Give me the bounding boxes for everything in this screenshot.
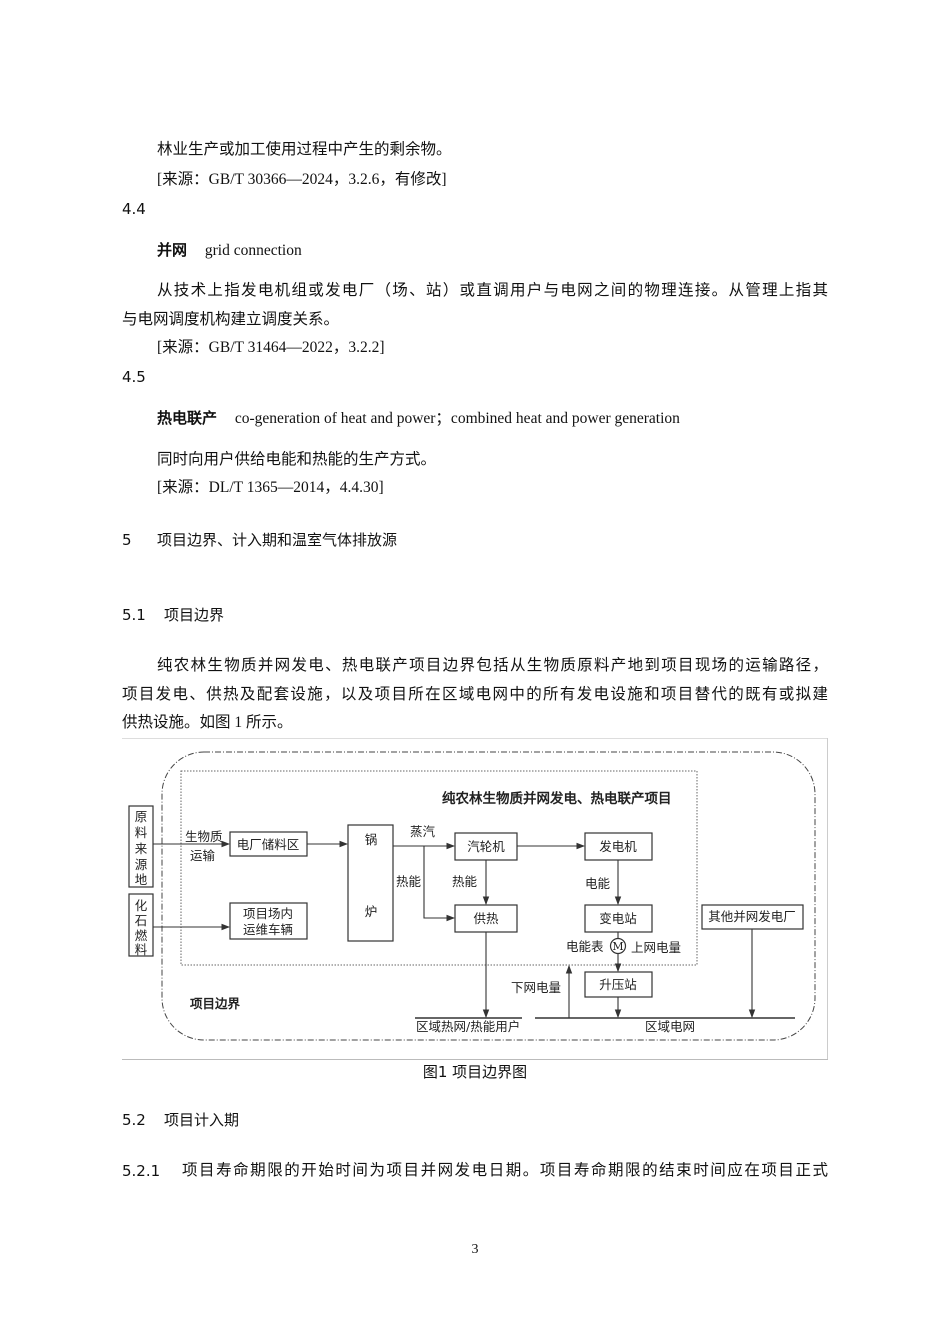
diagram-label: 区域电网 (645, 1019, 695, 1034)
page-number: 3 (471, 1242, 479, 1257)
diagram-label: 源 (135, 857, 148, 872)
clause-number: 5.2.1 (122, 1162, 161, 1180)
diagram-label: 项目边界 (190, 996, 241, 1011)
diagram-label: 项目场内 (243, 906, 293, 921)
figure-caption: 图1 项目边界图 (422, 1063, 528, 1081)
term-heading: 热电联产 co-generation of heat and power；com… (157, 408, 680, 429)
flow-arrow (423, 846, 456, 922)
boiler-box (347, 824, 394, 942)
diagram-label: 生物质 (185, 829, 223, 844)
heading-number: 5.1 (122, 606, 146, 624)
fossil-fuel-box (128, 893, 154, 957)
paragraph-line: 林业生产或加工使用过程中产生的剩余物。 (157, 141, 452, 158)
diagram-label: 石 (135, 913, 148, 928)
term-en: grid connection (204, 242, 302, 259)
diagram-label: 热能 (396, 874, 422, 889)
paragraph-line: 项目发电、供热及配套设施，以及项目所在区域电网中的所有发电设施和项目替代的既有或… (122, 686, 828, 703)
diagram-label: 料 (135, 942, 148, 957)
paragraph-line: 同时向用户供给电能和热能的生产方式。 (157, 451, 437, 468)
paragraph-line: 与电网调度机构建立调度关系。 (122, 311, 340, 328)
meter-icon (609, 937, 627, 955)
diagram-label: 下网电量 (511, 980, 561, 995)
diagram-label: 供热 (473, 911, 499, 926)
clause-text: 项目寿命期限的开始时间为项目并网发电日期。项目寿命期限的结束时间应在项目正式 (182, 1162, 828, 1179)
diagram-label: 原 (135, 809, 148, 824)
source-citation: [来源：GB/T 30366—2024，3.2.6，有修改] (157, 171, 447, 188)
diagram-label: 上网电量 (631, 940, 681, 955)
paragraph-line: 从技术上指发电机组或发电厂（场、站）或直调用户与电网之间的物理连接。从管理上指其 (157, 282, 828, 299)
project-boundary-outline (161, 751, 816, 1041)
diagram-label: 燃 (135, 928, 148, 943)
term-cn: 热电联产 (157, 409, 218, 427)
heading-text: 项目计入期 (164, 1111, 240, 1129)
section-heading: 5 项目边界、计入期和温室气体排放源 (122, 530, 397, 550)
clause-5-2-1: 5.2.1 项目寿命期限的开始时间为项目并网发电日期。项目寿命期限的结束时间应在… (122, 1161, 828, 1182)
diagram-label: 锅 (365, 832, 378, 847)
diagram-label: 汽轮机 (467, 839, 505, 854)
diagram-label: M (612, 940, 623, 953)
source-citation: [来源：DL/T 1365—2014，4.4.30] (157, 479, 384, 496)
diagram-label: 区域热网/热能用户 (416, 1019, 520, 1034)
vehicles-box (229, 902, 308, 940)
subsection-heading: 5.2 项目计入期 (122, 1110, 239, 1130)
diagram-label: 其他并网发电厂 (708, 909, 796, 924)
heading-number: 5 (122, 531, 132, 549)
heading-text: 项目边界、计入期和温室气体排放源 (157, 531, 398, 549)
diagram-label: 炉 (365, 904, 378, 919)
section-number: 4.4 (122, 200, 146, 218)
diagram-label: 电能表 (566, 939, 604, 954)
diagram-title: 纯农林生物质并网发电、热电联产项目 (442, 790, 672, 807)
diagram-label: 运维车辆 (243, 922, 293, 937)
heading-number: 5.2 (122, 1111, 146, 1129)
diagram-label: 电能 (585, 876, 611, 891)
diagram-label: 化 (135, 898, 148, 913)
diagram-label: 地 (135, 872, 148, 887)
paragraph-line: 供热设施。如图 1 所示。 (122, 714, 293, 731)
diagram-label: 蒸汽 (410, 824, 436, 839)
subsection-heading: 5.1 项目边界 (122, 605, 224, 625)
project-boundary-diagram: 纯农林生物质并网发电、热电联产项目 原 料 来 源 (122, 738, 828, 1060)
term-cn: 并网 (157, 241, 188, 259)
term-heading: 并网 grid connection (157, 240, 302, 261)
paragraph-line: 纯农林生物质并网发电、热电联产项目边界包括从生物质原料产地到项目现场的运输路径， (157, 657, 828, 674)
source-citation: [来源：GB/T 31464—2022，3.2.2] (157, 339, 385, 356)
diagram-label: 发电机 (599, 839, 637, 854)
diagram-label: 料 (135, 825, 148, 840)
section-number: 4.5 (122, 368, 146, 386)
project-scope-outline (180, 770, 698, 966)
diagram-label: 运输 (190, 848, 216, 863)
diagram-label: 升压站 (599, 977, 637, 992)
heading-text: 项目边界 (164, 606, 225, 624)
diagram-label: 来 (135, 841, 148, 856)
term-en: co-generation of heat and power；combined… (234, 410, 680, 427)
diagram-label: 变电站 (599, 911, 637, 926)
storage-label: 电厂储料区 (237, 837, 300, 852)
diagram-label: 热能 (452, 874, 478, 889)
raw-source-box (128, 805, 154, 888)
